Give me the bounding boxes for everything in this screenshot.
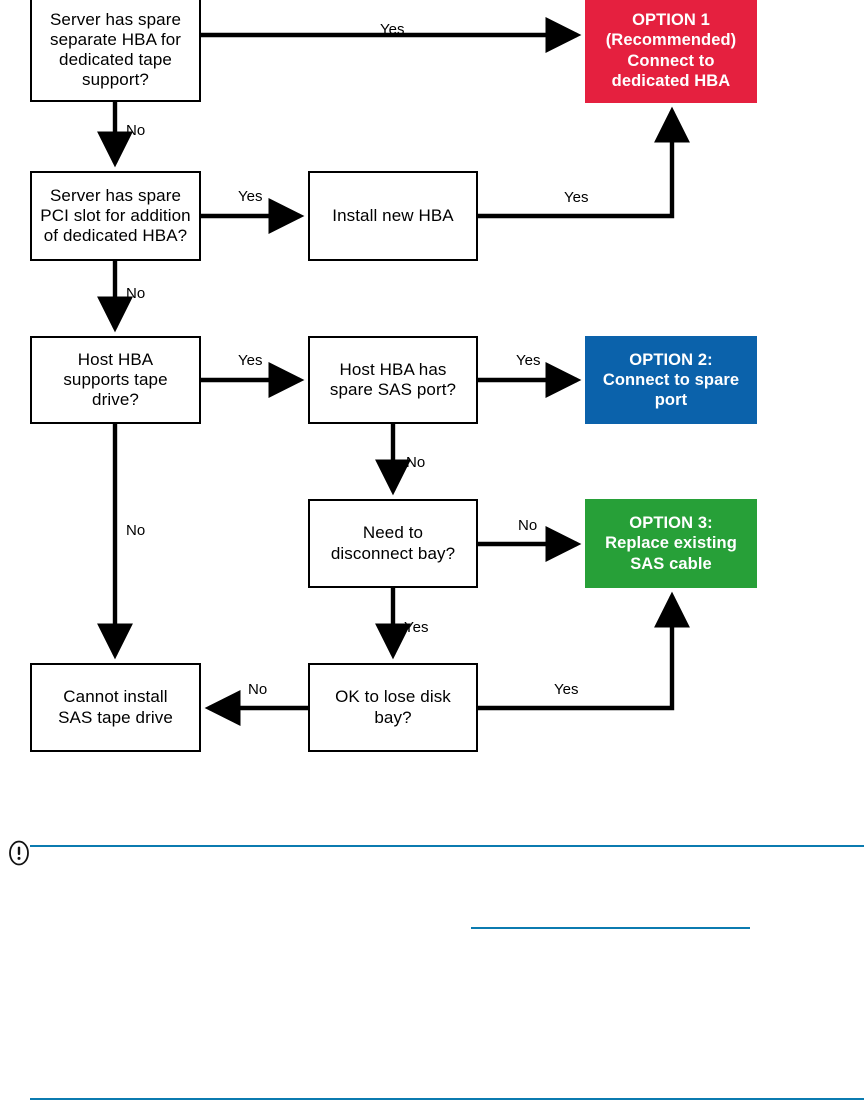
edge-label-n8-option3: Yes [554,681,579,698]
node-label: OPTION 2: Connect to spare port [602,350,740,410]
note-top-rule [30,845,864,847]
node-label: Host HBA has spare SAS port? [329,359,457,399]
node-label: Cannot install SAS tape drive [58,687,173,727]
node-option-2-connect-to-spare-port: OPTION 2: Connect to spare port [585,336,757,424]
edge-label-n3-option1: Yes [564,189,589,206]
important-icon [9,840,29,866]
node-ok-to-lose-disk-bay: OK to lose disk bay? [308,663,478,752]
node-install-new-hba: Install new HBA [308,171,478,261]
flowchart-diagram: Server has spare separate HBA for dedica… [30,0,757,752]
note-block [0,800,864,1114]
node-label: OPTION 3: Replace existing SAS cable [605,514,737,573]
edge-label-n1-option1: Yes [380,21,405,38]
inline-link-underline[interactable] [471,927,750,929]
edge-label-n5-option2: Yes [516,352,541,369]
edge-label-n6-n8: Yes [404,619,429,636]
node-label: Server has spare separate HBA for dedica… [49,9,182,90]
edge-label-n2-n3: Yes [238,188,263,205]
edge-label-n5-n6: No [406,454,426,471]
node-host-hba-supports-tape-drive: Host HBA supports tape drive? [30,336,201,424]
node-label: Need to disconnect bay? [330,523,456,563]
node-option-3-replace-existing-sas-cable: OPTION 3: Replace existing SAS cable [585,499,757,588]
edge-label-n4-n7: No [126,522,146,539]
node-cannot-install-sas-tape-drive: Cannot install SAS tape drive [30,663,201,752]
node-server-has-spare-separate-hba: Server has spare separate HBA for dedica… [30,0,201,102]
node-option-1-connect-to-dedicated-hba: OPTION 1 (Recommended) Connect to dedica… [585,0,757,103]
node-host-hba-has-spare-sas-port: Host HBA has spare SAS port? [308,336,478,424]
node-server-has-spare-pci-slot: Server has spare PCI slot for addition o… [30,171,201,261]
node-label: Install new HBA [332,205,454,225]
edge-label-n2-n4: No [126,285,146,302]
node-label: Server has spare PCI slot for addition o… [40,185,191,246]
page-bottom-rule [30,1098,864,1100]
node-label: OPTION 1 (Recommended) Connect to dedica… [605,11,737,90]
edge-label-n1-n2: No [126,122,146,139]
node-label: OK to lose disk bay? [335,687,451,727]
node-need-to-disconnect-bay: Need to disconnect bay? [308,499,478,588]
edge-label-n8-n7: No [248,681,268,698]
edge-label-n4-n5: Yes [238,352,263,369]
node-label: Host HBA supports tape drive? [63,349,168,410]
edge-label-n6-option3: No [518,517,538,534]
